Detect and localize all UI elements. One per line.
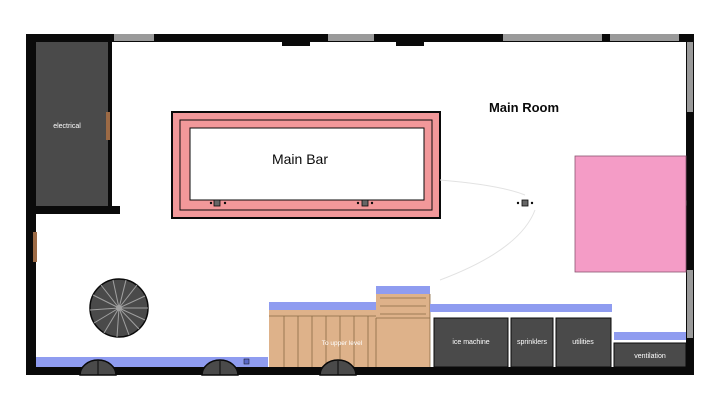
sprinklers-room bbox=[510, 317, 554, 368]
electrical-label: electrical bbox=[53, 123, 81, 130]
ventilation-label: ventilation bbox=[634, 353, 666, 360]
top-windows bbox=[114, 34, 693, 338]
utilities-label: utilities bbox=[572, 339, 594, 346]
stairs-label: To upper level bbox=[322, 340, 363, 347]
electrical-wall-bottom bbox=[36, 206, 120, 214]
lower-left-counter bbox=[36, 357, 268, 367]
spiral-staircase bbox=[89, 278, 149, 338]
sprinklers-label: sprinklers bbox=[517, 339, 547, 346]
left-door bbox=[33, 232, 37, 262]
wall-blocks bbox=[282, 34, 610, 46]
electrical-room bbox=[36, 42, 108, 212]
utilities-room bbox=[555, 317, 612, 368]
stage bbox=[574, 155, 687, 273]
main-room-label: Main Room bbox=[489, 100, 559, 115]
speaker-arcs bbox=[439, 179, 536, 281]
ice-machine-label: ice machine bbox=[452, 339, 489, 346]
counter-outlet bbox=[243, 358, 250, 365]
staircase-upper bbox=[269, 286, 431, 367]
main-bar-label: Main Bar bbox=[272, 151, 328, 167]
ventilation-counter bbox=[614, 332, 686, 340]
utility-counter bbox=[430, 304, 612, 312]
electrical-door bbox=[106, 112, 110, 140]
door-lines bbox=[97, 361, 339, 375]
ventilation-room bbox=[613, 342, 687, 368]
ice-machine-room bbox=[433, 317, 509, 368]
